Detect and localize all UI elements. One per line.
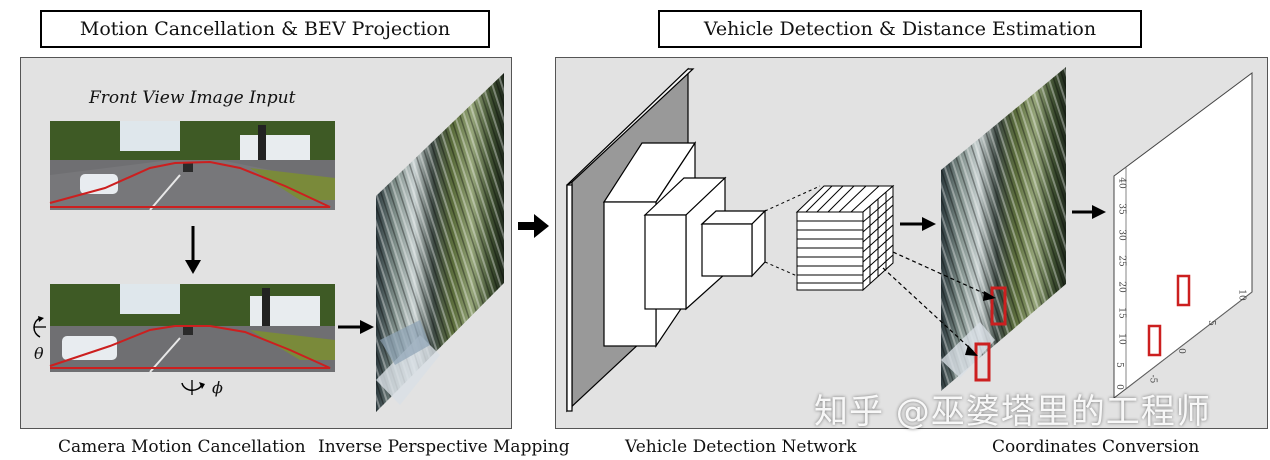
y-tick: 10	[1116, 333, 1127, 345]
arrow-to-plot	[1072, 205, 1106, 219]
x-tick: 10	[1236, 289, 1247, 301]
detection-bev-image	[941, 67, 1066, 391]
conv-block-3	[700, 209, 767, 278]
dashed-arrows-to-boxes	[882, 251, 991, 353]
phi-label: ϕ	[212, 378, 223, 397]
x-tick: 0	[1175, 348, 1186, 354]
front-view-image-1	[49, 121, 335, 211]
coordinate-plot	[1113, 72, 1253, 400]
x-tick: -5	[1147, 374, 1158, 384]
y-tick: 5	[1113, 362, 1124, 368]
output-grid-tensor	[795, 184, 895, 292]
arrow-between-panels	[518, 214, 549, 238]
caption-coordinates: Coordinates Conversion	[992, 437, 1200, 457]
arrow-to-bev	[338, 320, 374, 334]
caption-camera-motion: Camera Motion Cancellation	[58, 437, 306, 457]
y-tick: 40	[1116, 177, 1127, 189]
yaw-rotation-icon	[181, 380, 205, 395]
caption-ipm: Inverse Perspective Mapping	[318, 437, 570, 457]
title-motion-cancellation: Motion Cancellation & BEV Projection	[40, 10, 490, 48]
watermark: 知乎 @巫婆塔里的工程师	[814, 392, 1211, 432]
pitch-rotation-icon	[33, 316, 46, 338]
y-tick: 25	[1116, 255, 1127, 267]
title-vehicle-detection: Vehicle Detection & Distance Estimation	[658, 10, 1142, 48]
arrow-to-detection	[900, 217, 936, 231]
plot-x-ticks: -5 0 5 10	[1140, 280, 1250, 390]
front-view-image-2	[49, 284, 335, 373]
detection-box-2	[974, 342, 991, 382]
plot-box-1	[1176, 274, 1191, 307]
theta-label: θ	[34, 344, 44, 363]
front-view-label: Front View Image Input	[89, 88, 296, 108]
down-arrow	[185, 226, 201, 274]
bev-image	[376, 73, 504, 412]
y-tick: 30	[1116, 229, 1127, 241]
caption-detection-network: Vehicle Detection Network	[625, 437, 857, 457]
detection-box-1	[990, 286, 1007, 326]
plot-y-ticks: 40 35 30 25 20 15 10 5 0	[1113, 177, 1130, 392]
y-tick: 35	[1116, 203, 1127, 215]
x-tick: 5	[1205, 320, 1216, 326]
y-tick: 15	[1116, 307, 1127, 319]
plot-box-2	[1147, 324, 1162, 357]
y-tick: 20	[1116, 281, 1127, 293]
